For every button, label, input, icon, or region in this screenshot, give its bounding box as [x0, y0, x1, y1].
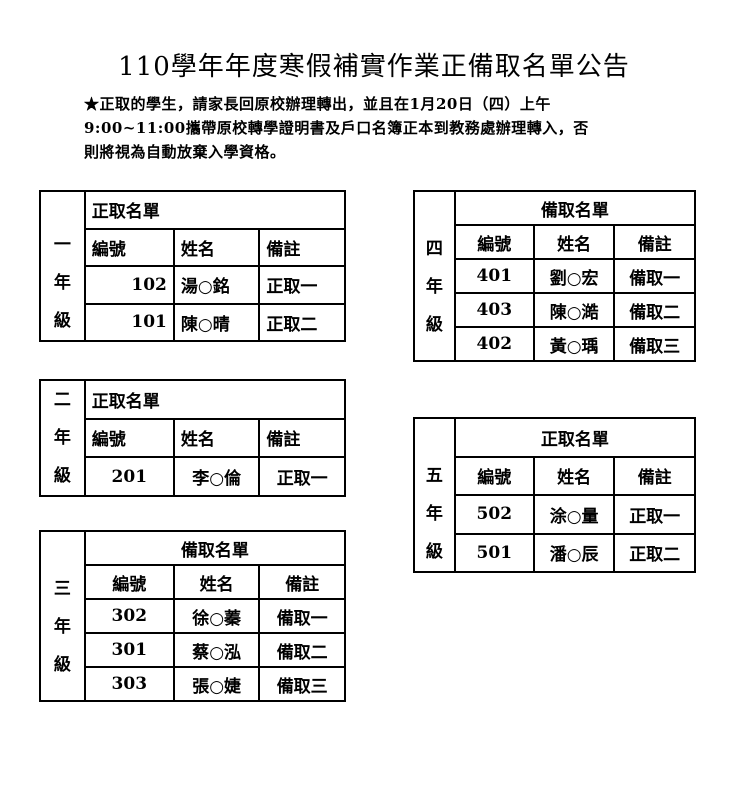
grade1-list-title: 正取名單 [83, 190, 347, 230]
header-number: 編號 [83, 564, 175, 600]
grade4-table: 四年級 備取名單 編號 姓名 備註 401 劉○宏 備取一 403 陳○澔 備取… [413, 190, 697, 362]
table-row: 402 黃○瑀 備取三 [414, 326, 696, 362]
grade4-list-title: 備取名單 [453, 190, 697, 226]
grade1-label: 一年級 [39, 190, 86, 342]
table-row: 201 李○倫 正取一 [40, 456, 346, 497]
header-number: 編號 [453, 224, 535, 260]
header-remark: 備註 [258, 227, 346, 267]
table-row: 303 張○婕 備取三 [40, 666, 346, 702]
header-remark: 備註 [258, 417, 346, 459]
grade2-list-title: 正取名單 [83, 379, 347, 420]
grade3-label: 三年級 [39, 530, 86, 702]
grade5-table: 五年級 正取名單 編號 姓名 備註 502 涂○量 正取一 501 潘○辰 正取… [413, 417, 697, 573]
grade3-table: 三年級 備取名單 編號 姓名 備註 302 徐○蓁 備取一 301 蔡○泓 備取… [39, 530, 347, 702]
notice-line: 9:00~11:00攜帶原校轉學證明書及戶口名簿正本到教務處辦理轉入，否 [84, 119, 589, 137]
notice-line: ★正取的學生，請家長回原校辦理轉出，並且在1月20日（四）上午 [84, 95, 551, 113]
header-number: 編號 [83, 227, 175, 267]
table-row: 102 湯○銘 正取一 [40, 265, 346, 305]
header-number: 編號 [83, 417, 175, 459]
grade4-label: 四年級 [413, 190, 456, 362]
table-row: 301 蔡○泓 備取二 [40, 632, 346, 668]
header-remark: 備註 [613, 455, 696, 496]
grade2-table: 二年級 正取名單 編號 姓名 備註 201 李○倫 正取一 [39, 379, 347, 497]
table-row: 403 陳○澔 備取二 [414, 292, 696, 328]
header-remark: 備註 [258, 564, 346, 600]
grade2-label: 二年級 [39, 379, 86, 497]
notice-line: 則將視為自動放棄入學資格。 [84, 143, 286, 161]
header-name: 姓名 [172, 564, 261, 600]
header-name: 姓名 [532, 224, 616, 260]
page-title: 110學年年度寒假補實作業正備取名單公告 [118, 52, 630, 82]
notice-text: ★正取的學生，請家長回原校辦理轉出，並且在1月20日（四）上午 9:00~11:… [84, 92, 694, 164]
grade3-list-title: 備取名單 [83, 530, 347, 566]
table-row: 501 潘○辰 正取二 [414, 532, 696, 573]
grade5-label: 五年級 [413, 417, 456, 573]
grade5-list-title: 正取名單 [453, 417, 697, 458]
header-name: 姓名 [172, 227, 261, 267]
table-row: 401 劉○宏 備取一 [414, 258, 696, 294]
header-name: 姓名 [172, 417, 261, 459]
header-number: 編號 [453, 455, 535, 496]
grade1-table: 一年級 正取名單 編號 姓名 備註 102 湯○銘 正取一 101 陳○晴 正取… [39, 190, 347, 342]
table-row: 101 陳○晴 正取二 [40, 302, 346, 342]
header-remark: 備註 [613, 224, 696, 260]
header-name: 姓名 [532, 455, 616, 496]
table-row: 302 徐○蓁 備取一 [40, 598, 346, 634]
table-row: 502 涂○量 正取一 [414, 494, 696, 535]
